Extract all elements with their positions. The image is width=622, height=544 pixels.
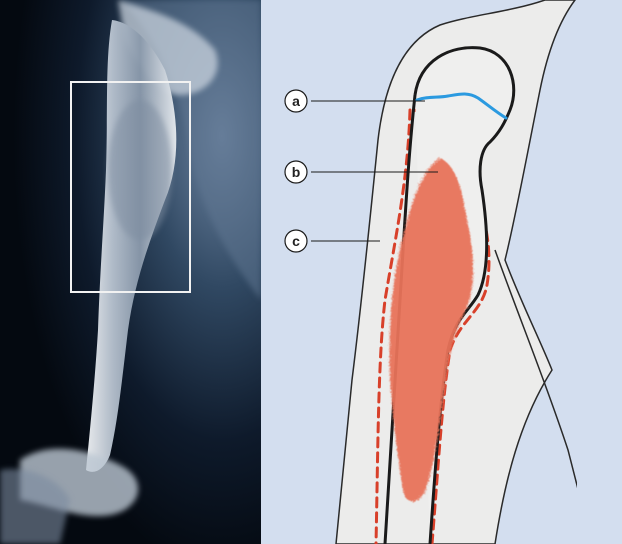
label-b-text: b xyxy=(292,164,301,180)
label-b: b xyxy=(285,161,307,183)
label-c-text: c xyxy=(292,233,300,249)
xray-lesion-texture xyxy=(108,100,172,240)
xray-panel xyxy=(0,0,261,544)
schematic-panel: a b c xyxy=(261,0,622,544)
right-white-strip xyxy=(577,0,622,544)
label-a: a xyxy=(285,90,307,112)
label-c: c xyxy=(285,230,307,252)
label-a-text: a xyxy=(292,93,300,109)
